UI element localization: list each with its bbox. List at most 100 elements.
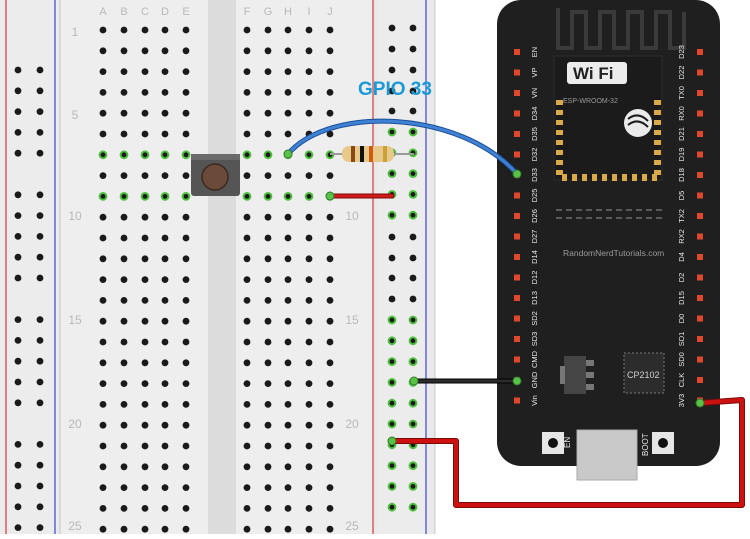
module-pad [654,150,661,155]
header-pin [697,151,703,158]
breadboard-hole [264,484,272,491]
breadboard-hole [36,233,44,240]
breadboard-hole [326,463,334,471]
breadboard-hole [409,233,417,241]
breadboard-hole [284,89,292,96]
breadboard-hole [120,463,128,471]
breadboard-hole [182,213,190,221]
breadboard-hole [36,461,44,469]
breadboard-hole [326,442,334,450]
breadboard-hole [161,47,169,55]
breadboard-hole [326,525,334,533]
module-pad [654,110,661,115]
breadboard-hole [161,109,169,117]
breadboard-hole [120,359,128,367]
module-pad [652,174,657,181]
column-letter: A [99,6,107,18]
module-pad [556,120,563,125]
breadboard-hole [264,421,272,429]
breadboard-hole [36,191,44,199]
breadboard-hole [243,484,251,491]
breadboard-hole [243,89,251,96]
breadboard-hole [387,378,397,387]
breadboard-hole [408,169,418,179]
breadboard-hole [140,192,150,201]
breadboard-hole [14,461,22,469]
breadboard-hole [161,234,169,242]
chip-label: CP2102 [627,370,660,380]
pin-label: CLK [677,373,686,388]
module-pad [602,174,607,181]
breadboard-hole [243,109,251,117]
breadboard-hole [263,150,273,160]
pin-label: VP [530,67,539,77]
breadboard-hole [99,380,107,387]
breadboard-hole [284,109,292,117]
breadboard-hole [182,26,190,34]
breadboard-hole [388,66,396,74]
breadboard-hole [119,150,129,160]
pin-label: GND [530,371,539,388]
breadboard-hole [14,274,22,282]
breadboard-hole [120,297,128,304]
cp2102-chip [623,352,665,394]
breadboard-hole [305,47,313,55]
breadboard-hole [161,525,169,533]
pin-label: VN [530,88,539,98]
breadboard-hole [181,150,191,160]
breadboard-hole [36,212,44,220]
header-pin [697,233,703,240]
module-pad [592,174,597,181]
module-pads [556,100,661,181]
breadboard-hole [388,107,396,115]
breadboard-hole [99,172,107,180]
breadboard-hole [409,66,417,74]
pin-label: D34 [530,107,539,121]
breadboard-hole [182,276,190,283]
breadboard-hole [141,484,149,491]
breadboard-hole [243,359,251,367]
breadboard-hole [161,317,169,325]
breadboard-hole [408,461,418,471]
module-pad [642,174,647,181]
pin-label: D15 [677,291,686,305]
wire-endpoints [283,149,705,446]
breadboard-hole [243,47,251,55]
header-pin [514,254,520,260]
breadboard-hole [326,317,334,325]
breadboard-hole [242,150,252,160]
breadboard-hole [141,401,149,408]
breadboard-hole [243,172,251,180]
breadboard-hole [36,503,44,511]
column-letter: D [161,6,169,18]
breadboard-hole [14,149,22,157]
breadboard-hole [141,109,149,117]
breadboard-hole [36,149,44,157]
breadboard-hole [120,234,128,242]
header-pin [697,69,703,76]
esp32-board: Wi Fi ESP-WROOM-32 RandomNerdTutorials.c… [497,0,720,481]
module-pad [556,130,563,135]
breadboard-hole [284,484,292,491]
breadboard-hole [141,380,149,387]
breadboard-hole [99,276,107,283]
pin-label: D18 [677,168,686,182]
boot-button-label: BOOT [641,433,650,456]
breadboard-hole [36,337,44,344]
breadboard-hole [120,505,128,512]
breadboard-hole [161,463,169,471]
module-pad [556,140,563,145]
pin-label: D19 [677,148,686,162]
breadboard-hole [326,26,334,34]
header-pin [514,49,520,55]
breadboard-hole [284,338,292,346]
breadboard-hole [387,419,397,429]
breadboard-hole [284,297,292,304]
breadboard-hole [242,192,252,201]
header-pin [697,356,703,363]
breadboard-hole [388,295,396,303]
breadboard-hole [99,442,107,450]
breadboard-hole [99,68,107,75]
breadboard-hole [161,338,169,346]
breadboard-hole [243,380,251,387]
